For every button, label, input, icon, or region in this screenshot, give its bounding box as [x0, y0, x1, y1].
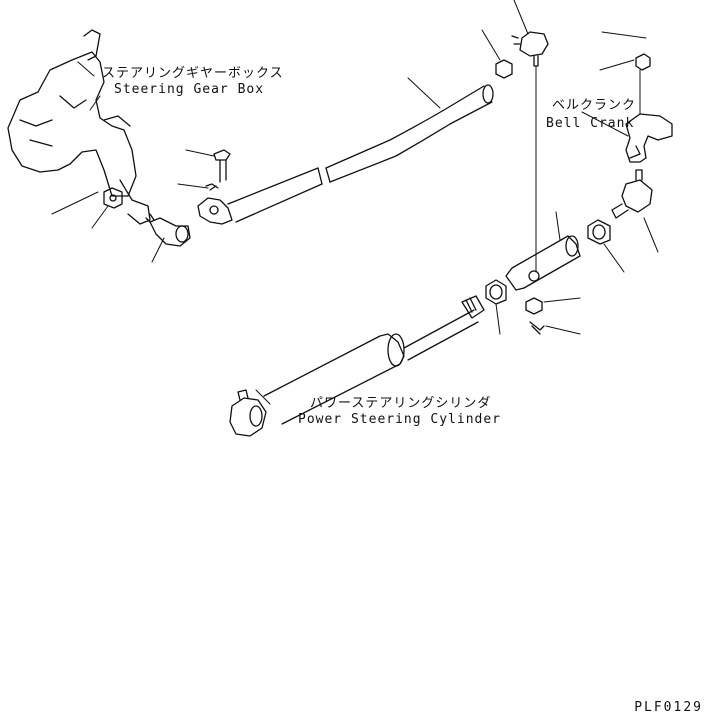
tie-rod — [505, 235, 581, 291]
top-nut — [495, 59, 513, 79]
bolt-and-pin — [205, 149, 231, 191]
small-nut-and-pin — [525, 297, 545, 335]
power-steering-cylinder-label-en: Power Steering Cylinder — [298, 412, 502, 427]
left-ball-joint — [145, 213, 191, 247]
steering-gear-box-label-jp: ステアリングギヤーボックス — [102, 66, 284, 81]
power-steering-cylinder-label-jp: パワーステアリングシリンダ — [310, 396, 492, 411]
leader-lines — [51, 0, 659, 405]
figure-code: PLF0129 — [634, 700, 703, 715]
drag-link — [197, 84, 494, 225]
steering-gear-box — [7, 29, 151, 225]
top-ball-joint — [511, 31, 549, 67]
power-steering-cylinder — [229, 295, 485, 437]
right-ball-joint — [611, 169, 653, 219]
gear-box-nut — [103, 187, 123, 209]
steering-gear-box-label-en: Steering Gear Box — [114, 82, 265, 97]
bell-crank-label-jp: ベルクランク — [552, 98, 637, 113]
bell-crank-label-en: Bell Crank — [546, 116, 635, 131]
bell-crank — [625, 53, 673, 163]
middle-nut — [485, 279, 507, 305]
right-nut — [587, 219, 611, 245]
